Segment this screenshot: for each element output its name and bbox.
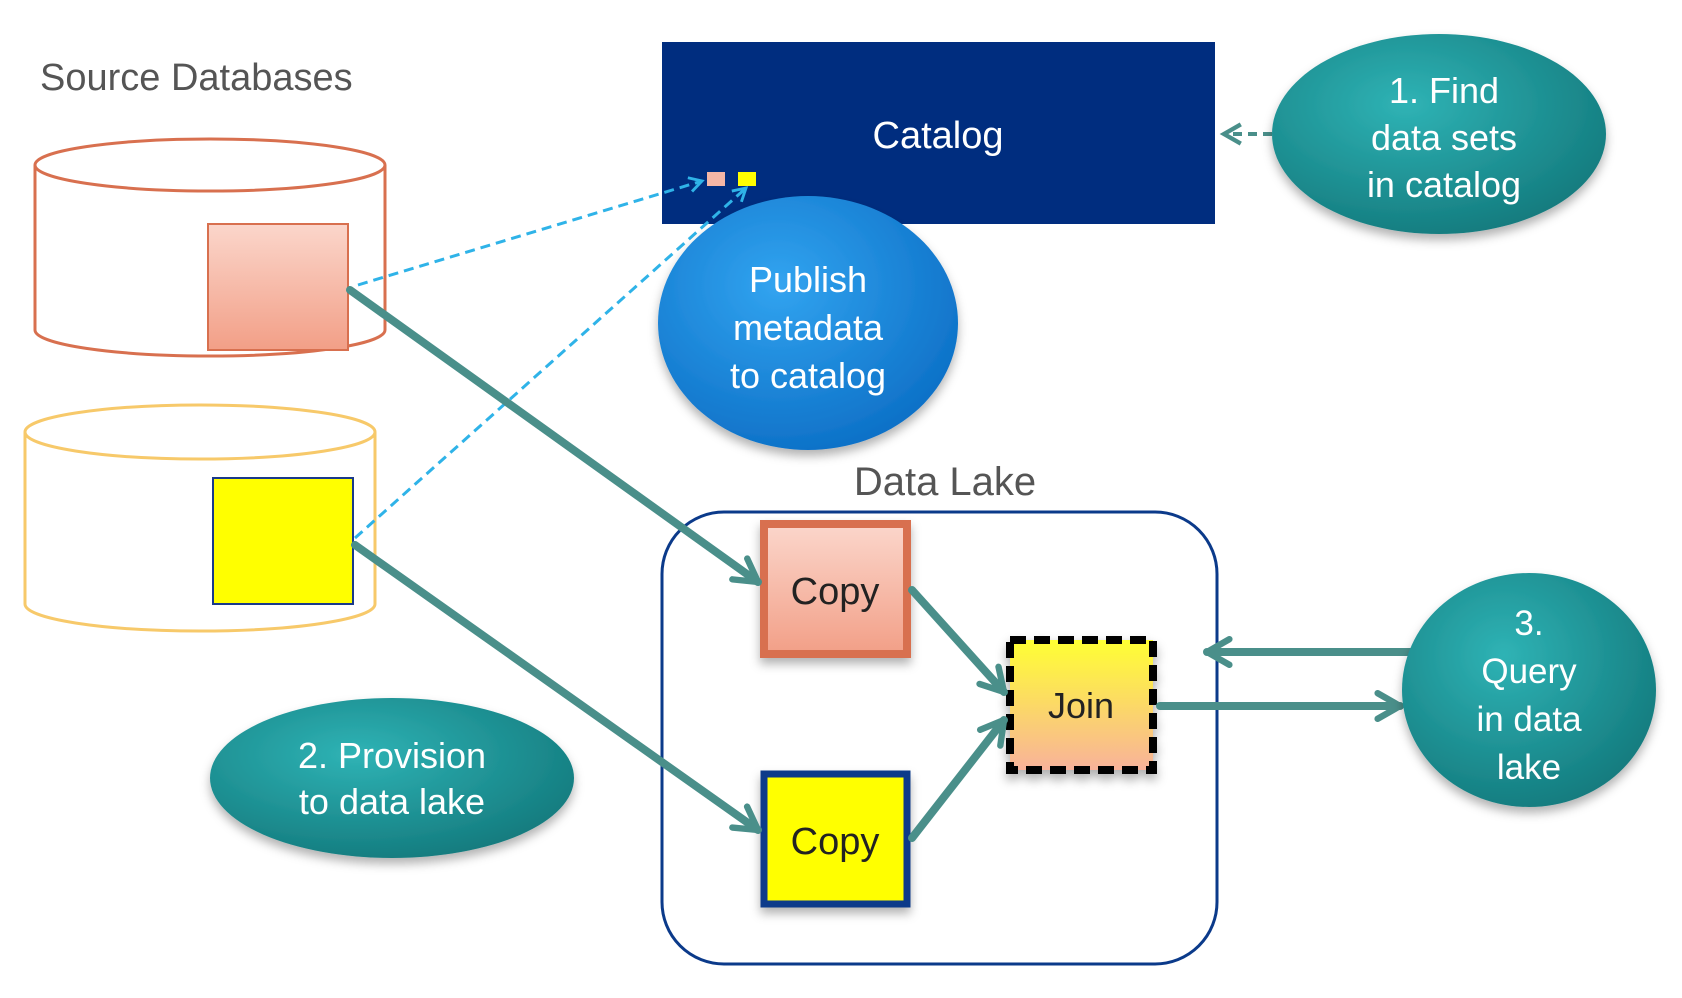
source-database-orange [33,137,387,358]
source-database-yellow [23,403,377,633]
copy-yellow-label: Copy [791,821,880,863]
step1-line-2: data sets [1371,117,1517,158]
publish-line-3: to catalog [730,355,886,396]
step3-query-bubble [1402,573,1656,807]
provision-arrow-orange [346,286,762,586]
publish-line-1: Publish [749,259,867,300]
step2-line-1: 2. Provision [298,735,486,776]
copy-box-yellow [760,770,911,908]
step3-line-2: Query [1481,652,1577,691]
data-lake-title: Data Lake [854,460,1036,504]
step1-find-bubble [1272,34,1606,234]
step3-line-1: 3. [1514,604,1543,643]
copy-box-orange [760,520,911,658]
copy-to-join-arrow-bottom [908,716,1008,842]
copy-to-join-arrow-top [908,586,1008,696]
yellow-dataset-square [212,477,354,605]
metadata-arrow-orange [357,176,705,287]
catalog-label: Catalog [873,115,1004,157]
step3-line-4: lake [1497,748,1561,787]
join-box [1006,636,1157,774]
publish-line-2: metadata [733,307,884,348]
catalog-yellow-marker [738,172,756,186]
catalog-orange-marker [707,172,725,186]
orange-dataset-square [207,223,349,351]
copy-orange-label: Copy [791,571,880,613]
catalog-box: Catalog [662,42,1215,224]
provision-arrow-yellow [351,541,762,834]
join-label: Join [1048,685,1114,726]
step1-line-1: 1. Find [1389,70,1499,111]
step2-line-2: to data lake [299,781,485,822]
metadata-arrow-yellow [353,186,749,540]
step2-provision-bubble [210,698,574,858]
source-databases-title: Source Databases [40,57,353,99]
step3-line-3: in data [1476,700,1582,739]
publish-metadata-bubble [658,196,958,450]
step1-line-3: in catalog [1367,164,1521,205]
